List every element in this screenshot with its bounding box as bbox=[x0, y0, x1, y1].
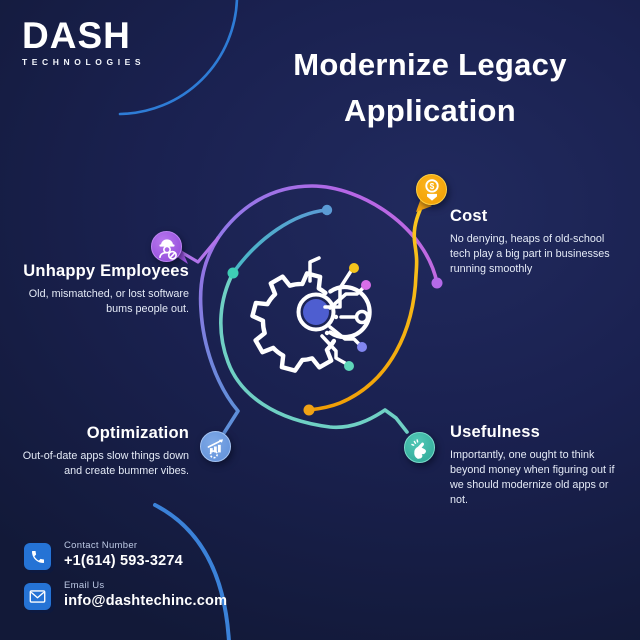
contact-email-label: Email Us bbox=[64, 580, 105, 591]
brand-tagline: TECHNOLOGIES bbox=[22, 57, 146, 67]
cost-reduction-icon: $ bbox=[416, 174, 447, 205]
envelope-glyph bbox=[29, 590, 46, 603]
title-line-1: Modernize Legacy bbox=[293, 47, 567, 82]
ring-arc-blue bbox=[231, 208, 329, 275]
hardhat-person-glyph bbox=[158, 238, 177, 260]
dollar-down-glyph: $ bbox=[424, 178, 439, 201]
section-body-line: bums people out. bbox=[106, 303, 189, 315]
email-icon bbox=[24, 583, 51, 610]
circuit-node-teal bbox=[344, 361, 354, 371]
optimization-growth-icon bbox=[200, 431, 231, 462]
dot-purple bbox=[431, 277, 443, 289]
dot-orange bbox=[303, 404, 315, 416]
gear-core bbox=[303, 299, 329, 325]
section-unhappy-employees: Unhappy Employees Old, mismatched, or lo… bbox=[23, 262, 189, 317]
section-body-line: Old, mismatched, or lost software bbox=[28, 288, 189, 300]
ring-arc-purple bbox=[216, 184, 439, 285]
gear-circuit-icon bbox=[250, 256, 372, 373]
snap-hand-glyph bbox=[410, 438, 426, 459]
section-body-line: and create bummer vibes. bbox=[64, 465, 189, 477]
contact-email-text: Email Us info@dashtechinc.com bbox=[64, 580, 227, 609]
dot-teal bbox=[227, 267, 239, 279]
circuit-node-purple bbox=[357, 342, 367, 352]
contact-phone-row[interactable]: Contact Number +1(614) 593-3274 bbox=[24, 540, 183, 570]
contact-phone-label: Contact Number bbox=[64, 540, 138, 551]
ring-arc-teal bbox=[219, 271, 409, 434]
section-body-line: No denying, heaps of old-school bbox=[450, 233, 605, 245]
section-cost: Cost No denying, heaps of old-school tec… bbox=[450, 207, 610, 277]
decor-arc-bottom-left bbox=[153, 503, 231, 640]
circuit-node-ring bbox=[354, 309, 370, 325]
contact-email-value[interactable]: info@dashtechinc.com bbox=[64, 593, 228, 609]
brand-name: DASH bbox=[22, 15, 131, 56]
contact-phone-text: Contact Number +1(614) 593-3274 bbox=[64, 540, 183, 569]
section-body-line: Importantly, one ought to think bbox=[450, 449, 595, 461]
section-usefulness: Usefulness Importantly, one ought to thi… bbox=[450, 423, 614, 508]
section-optimization: Optimization Out-of-date apps slow thing… bbox=[23, 424, 189, 479]
phone-icon bbox=[24, 543, 51, 570]
unhappy-employee-icon bbox=[151, 231, 182, 262]
page-title: Modernize Legacy Application bbox=[230, 42, 630, 134]
decor-arc-top-left bbox=[118, 0, 239, 116]
section-body-line: we should modernize old apps or bbox=[450, 479, 609, 491]
connector-unhappy bbox=[179, 236, 220, 264]
chart-arrow-gear-glyph bbox=[207, 438, 223, 459]
section-heading: Unhappy Employees bbox=[23, 262, 189, 280]
circuit-node-yellow bbox=[349, 263, 359, 273]
ring-arc-left bbox=[198, 236, 240, 435]
dot-blue bbox=[321, 204, 333, 216]
svg-text:$: $ bbox=[429, 181, 434, 190]
ring-arc-yellow bbox=[307, 208, 422, 412]
section-body-line: running smoothly bbox=[450, 263, 533, 275]
section-heading: Optimization bbox=[86, 424, 189, 442]
section-body-line: tech play a big part in businesses bbox=[450, 248, 610, 260]
phone-glyph bbox=[31, 550, 44, 563]
brand-logo: DASH TECHNOLOGIES bbox=[22, 15, 146, 68]
cost-bubble-tail bbox=[416, 198, 432, 212]
section-body-line: not. bbox=[450, 494, 469, 506]
section-body-line: beyond money when figuring out if bbox=[450, 464, 615, 476]
contact-phone-value[interactable]: +1(614) 593-3274 bbox=[64, 553, 183, 569]
title-line-2: Application bbox=[343, 93, 517, 128]
section-heading: Cost bbox=[450, 207, 488, 225]
contact-email-row[interactable]: Email Us info@dashtechinc.com bbox=[24, 580, 227, 610]
section-body-line: Out-of-date apps slow things down bbox=[22, 450, 189, 462]
circuit-node-magenta bbox=[361, 280, 371, 290]
snap-fingers-icon bbox=[404, 432, 435, 463]
section-heading: Usefulness bbox=[450, 423, 541, 441]
